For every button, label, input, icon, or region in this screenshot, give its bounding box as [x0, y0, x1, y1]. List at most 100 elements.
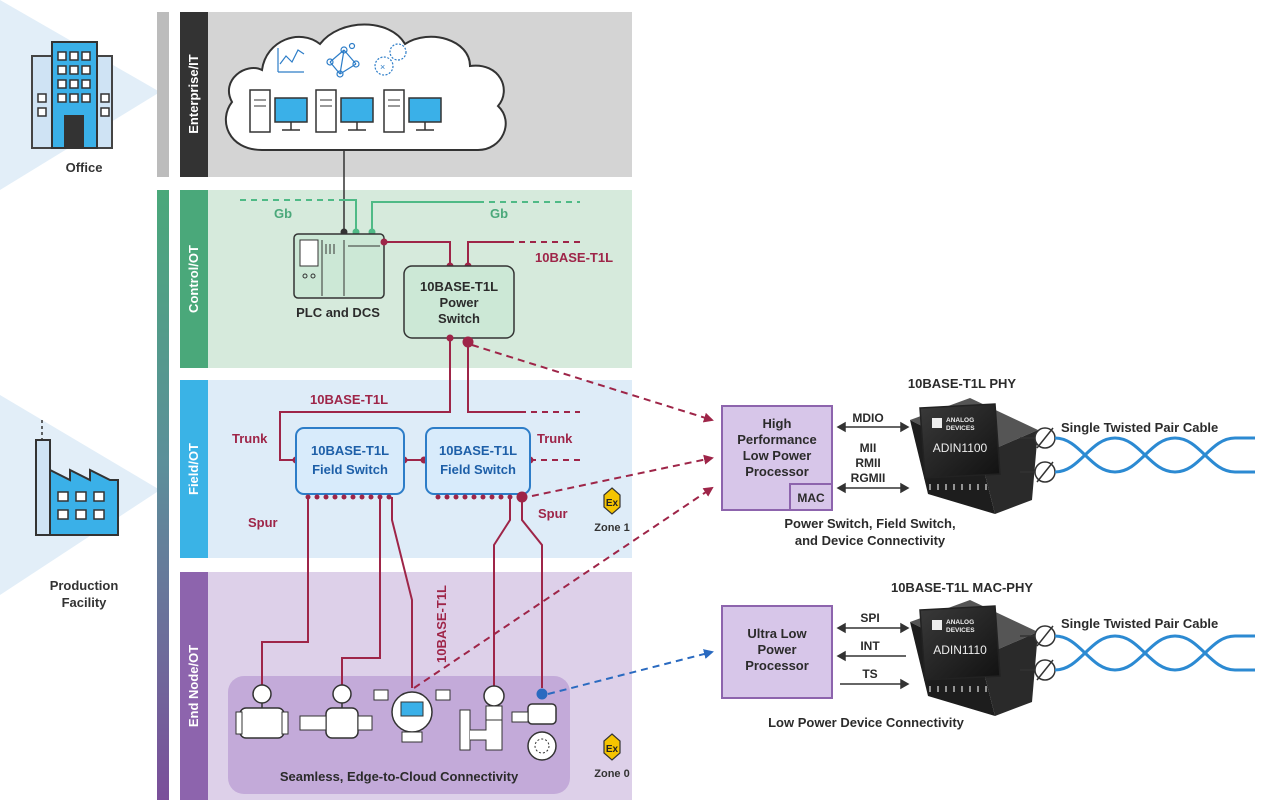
- zone0-badge: Ex Zone 0: [594, 733, 630, 780]
- monitor-icon: [274, 97, 308, 131]
- spur-label-right: Spur: [538, 506, 568, 521]
- macphy-caption: Low Power Device Connectivity: [768, 715, 965, 730]
- zone1-badge: Ex Zone 1: [594, 487, 630, 534]
- tier-control-label: Control/OT: [186, 245, 201, 313]
- servers-row: [249, 89, 442, 133]
- zone1-label: Zone 1: [594, 522, 629, 534]
- field-t1l-links: [279, 334, 580, 464]
- phy-chip-part: ADIN1100: [933, 441, 988, 455]
- field-switch-2-line2: Field Switch: [440, 462, 516, 477]
- macphy-interface-arrows: [836, 622, 910, 690]
- production-label-line2: Facility: [62, 595, 108, 610]
- macphy-processor-line2: Power: [757, 642, 796, 657]
- power-switch-line3: Switch: [438, 311, 480, 326]
- ex-symbol: Ex: [606, 744, 619, 755]
- phy-title: 10BASE-T1L PHY: [908, 376, 1016, 391]
- macphy-chip-brand-2: DEVICES: [946, 627, 975, 634]
- macphy-chip-brand-1: ANALOG: [946, 619, 974, 626]
- factory-icon: [35, 420, 119, 536]
- power-switch-line2: Power: [439, 295, 478, 310]
- analytics-chart-icon: [277, 48, 305, 73]
- t1l-label-control: 10BASE-T1L: [535, 250, 613, 265]
- server-icon: [315, 89, 337, 133]
- phy-processor-line1: High: [763, 416, 792, 431]
- phy-processor-box: [721, 405, 833, 511]
- transmitter-icon: [373, 689, 451, 743]
- spur-lines: [261, 497, 543, 688]
- macphy-processor-box: [721, 605, 833, 699]
- spi-label: SPI: [860, 611, 879, 625]
- field-switch-2: 10BASE-T1L Field Switch: [425, 427, 531, 495]
- macphy-twisted-pair: [1020, 625, 1255, 681]
- pressure-transmitter-icon: [459, 685, 505, 751]
- zone0-label: Zone 0: [594, 768, 629, 780]
- tier-field-label: Field/OT: [186, 443, 201, 495]
- t1l-label-field: 10BASE-T1L: [310, 392, 388, 407]
- int-label: INT: [860, 639, 880, 653]
- macphy-processor-line3: Processor: [745, 658, 809, 673]
- ot-rail: [157, 190, 169, 800]
- production-section: Production Facility: [0, 395, 160, 610]
- field-switch-2-line1: 10BASE-T1L: [439, 443, 517, 458]
- phy-chip-brand-2: DEVICES: [946, 425, 975, 432]
- field-switch-1-line1: 10BASE-T1L: [311, 443, 389, 458]
- mdio-label: MDIO: [852, 411, 883, 425]
- trunk-label-left: Trunk: [232, 431, 268, 446]
- connection-arrows: [413, 344, 714, 695]
- tier-endnode-label: End Node/OT: [186, 645, 201, 727]
- phy-chip-brand-1: ANALOG: [946, 417, 974, 424]
- monitor-icon: [340, 97, 374, 131]
- flowmeter-icon: [235, 684, 289, 739]
- macphy-panel: 10BASE-T1L MAC-PHY Ultra Low Power Proce…: [721, 580, 1255, 730]
- mii-label: MII: [860, 441, 877, 455]
- enterprise-rail: [157, 12, 169, 177]
- adin1110-chip: ANALOG DEVICES ADIN1110: [910, 600, 1038, 716]
- macphy-processor-line1: Ultra Low: [747, 626, 807, 641]
- tier-enterprise-label: Enterprise/IT: [186, 54, 201, 134]
- gb-links: Gb Gb: [240, 150, 580, 236]
- plc-dcs-device: [293, 233, 385, 299]
- arrow-field-switch: [531, 454, 714, 497]
- power-switch: 10BASE-T1L Power Switch: [403, 265, 515, 339]
- office-section: Office: [0, 0, 160, 190]
- phy-caption-line2: and Device Connectivity: [795, 533, 946, 548]
- tier-field: Field/OT: [180, 380, 632, 558]
- server-icon: [249, 89, 271, 133]
- seamless-label: Seamless, Edge-to-Cloud Connectivity: [280, 769, 519, 784]
- office-building-icon: [31, 41, 113, 149]
- production-label-line1: Production: [50, 578, 119, 593]
- phy-twisted-pair: [1020, 427, 1255, 483]
- macphy-chip-part: ADIN1110: [933, 643, 987, 657]
- ts-label: TS: [862, 667, 877, 681]
- gb-label-left: Gb: [274, 206, 292, 221]
- macphy-cable-label: Single Twisted Pair Cable: [1061, 616, 1218, 631]
- macphy-title: 10BASE-T1L MAC-PHY: [891, 580, 1033, 595]
- spur-label-left: Spur: [248, 515, 278, 530]
- phy-interface-arrows: [836, 421, 910, 494]
- gb-label-right: Gb: [490, 206, 508, 221]
- field-devices: [235, 684, 557, 761]
- adin1100-chip: ANALOG DEVICES ADIN1100: [910, 398, 1038, 514]
- ex-symbol: Ex: [606, 498, 619, 509]
- phy-processor-line4: Processor: [745, 464, 809, 479]
- office-label: Office: [66, 160, 103, 175]
- phy-panel: 10BASE-T1L PHY High Performance Low Powe…: [721, 376, 1255, 548]
- phy-cable-label: Single Twisted Pair Cable: [1061, 420, 1218, 435]
- phy-processor-line3: Low Power: [743, 448, 812, 463]
- field-switch-1-line2: Field Switch: [312, 462, 388, 477]
- svg-text:×: ×: [380, 62, 385, 72]
- end-node-cluster: [228, 676, 570, 794]
- monitor-icon: [408, 97, 442, 131]
- phy-processor-line2: Performance: [737, 432, 816, 447]
- gears-icon: ×: [374, 43, 407, 76]
- rgmii-label: RGMII: [851, 471, 886, 485]
- arrow-low-power-device: [547, 649, 714, 695]
- arrow-power-switch: [471, 344, 714, 423]
- server-icon: [383, 89, 405, 133]
- mac-label: MAC: [797, 491, 825, 505]
- control-valve-icon: [511, 688, 557, 761]
- valve-actuator-icon: [299, 684, 373, 739]
- phy-caption-line1: Power Switch, Field Switch,: [784, 516, 955, 531]
